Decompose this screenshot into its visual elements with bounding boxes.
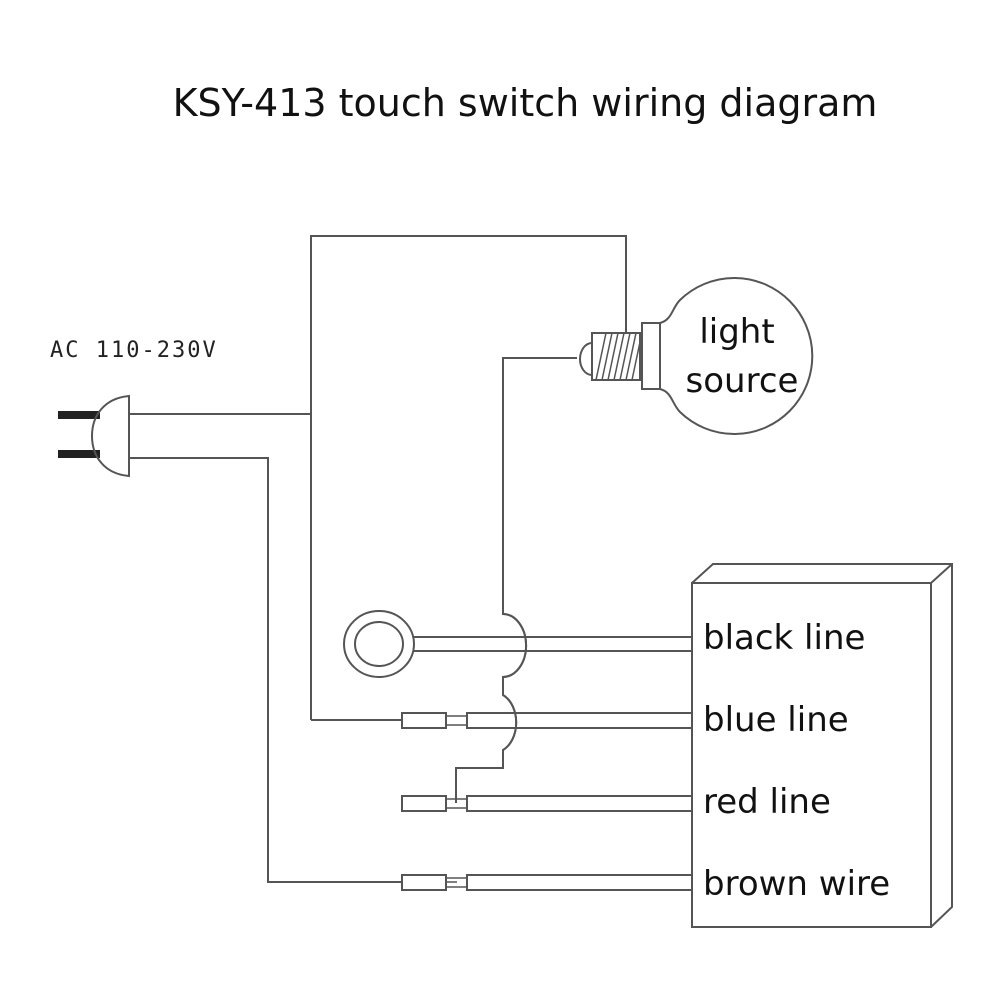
- ac-plug-icon: [58, 394, 130, 478]
- brown-sleeve: [466, 874, 693, 891]
- wire-plug-neutral-to-brown: [129, 457, 402, 883]
- cable-black-line: [413, 636, 692, 652]
- jump-arc-blue: [502, 694, 518, 751]
- bulb-contact: [579, 342, 593, 376]
- touch-pad-ring-icon: [343, 610, 415, 678]
- blue-terminal: [401, 712, 447, 729]
- red-sleeve: [466, 795, 693, 812]
- lamp-label-line1: light: [699, 312, 774, 352]
- wire-live-to-lamp: [310, 235, 627, 720]
- cable-blue-line: [401, 712, 693, 729]
- module-label-red-line: red line: [703, 782, 831, 822]
- voltage-label: AC 110-230V: [50, 338, 218, 363]
- cable-brown-wire: [401, 874, 693, 891]
- module-label-brown-wire: brown wire: [703, 864, 890, 904]
- lamp-label-line2: source: [686, 361, 799, 401]
- bulb-screw-base: [591, 332, 641, 381]
- switch-module-box: black line blue line red line brown wire: [691, 563, 953, 928]
- red-terminal: [401, 795, 447, 812]
- wire-lamp-to-red: [455, 357, 577, 803]
- diagram-title: KSY-413 touch switch wiring diagram: [173, 81, 878, 125]
- touch-pad-inner: [354, 621, 404, 667]
- blue-sleeve: [466, 712, 693, 729]
- plug-body: [90, 394, 130, 478]
- bulb-collar: [641, 322, 661, 390]
- bulb-glass: [659, 277, 814, 435]
- plug-pin-top: [58, 411, 100, 419]
- plug-pin-bottom: [58, 450, 100, 458]
- module-label-black-line: black line: [703, 618, 865, 658]
- light-bulb-icon: light source: [579, 277, 814, 435]
- screw-thread-hatch: [595, 332, 641, 381]
- cable-red-line: [401, 795, 693, 812]
- brown-terminal: [401, 874, 447, 891]
- jump-arc-black: [502, 613, 528, 678]
- touch-pad-outer: [343, 610, 415, 678]
- module-front-face: [691, 582, 932, 928]
- module-label-blue-line: blue line: [703, 700, 849, 740]
